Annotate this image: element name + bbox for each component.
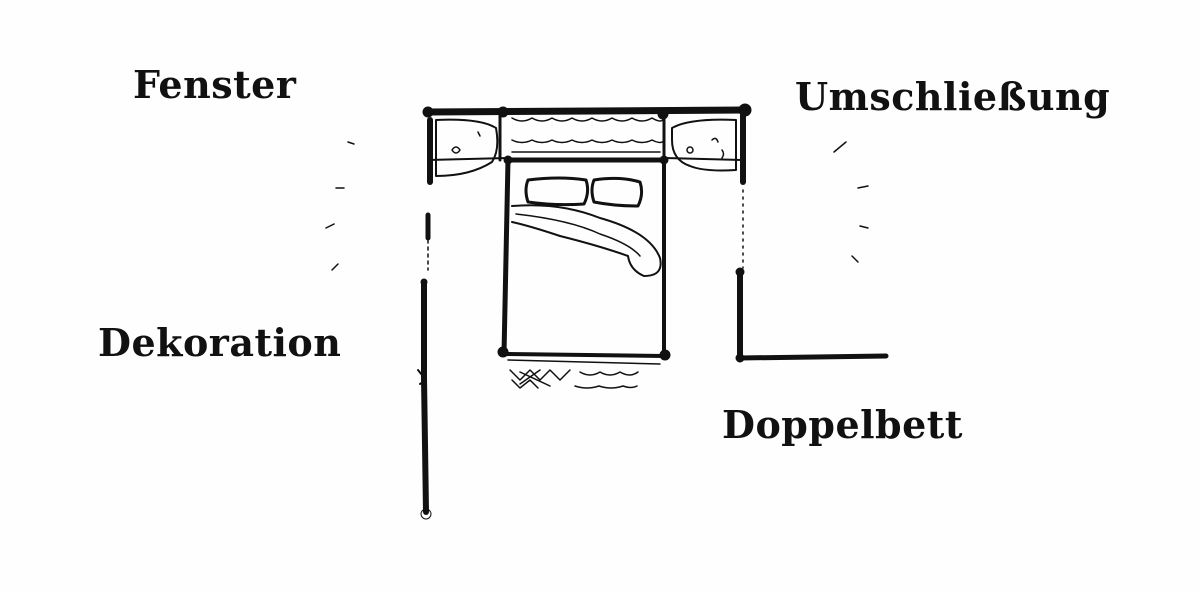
right-wall bbox=[735, 109, 889, 363]
nightstand-left bbox=[435, 118, 499, 177]
label-enclosure: Umschließung bbox=[795, 74, 1111, 119]
rug bbox=[507, 359, 661, 389]
label-decoration: Dekoration bbox=[98, 320, 342, 365]
emphasis-marks-left bbox=[325, 141, 355, 271]
nightstand-right bbox=[671, 118, 737, 172]
curtain-valance bbox=[511, 117, 665, 153]
emphasis-marks-right bbox=[833, 141, 869, 263]
double-bed-drawing bbox=[497, 155, 671, 361]
label-window: Fenster bbox=[133, 62, 297, 107]
label-double-bed: Doppelbett bbox=[722, 402, 963, 447]
left-wall bbox=[417, 117, 433, 520]
